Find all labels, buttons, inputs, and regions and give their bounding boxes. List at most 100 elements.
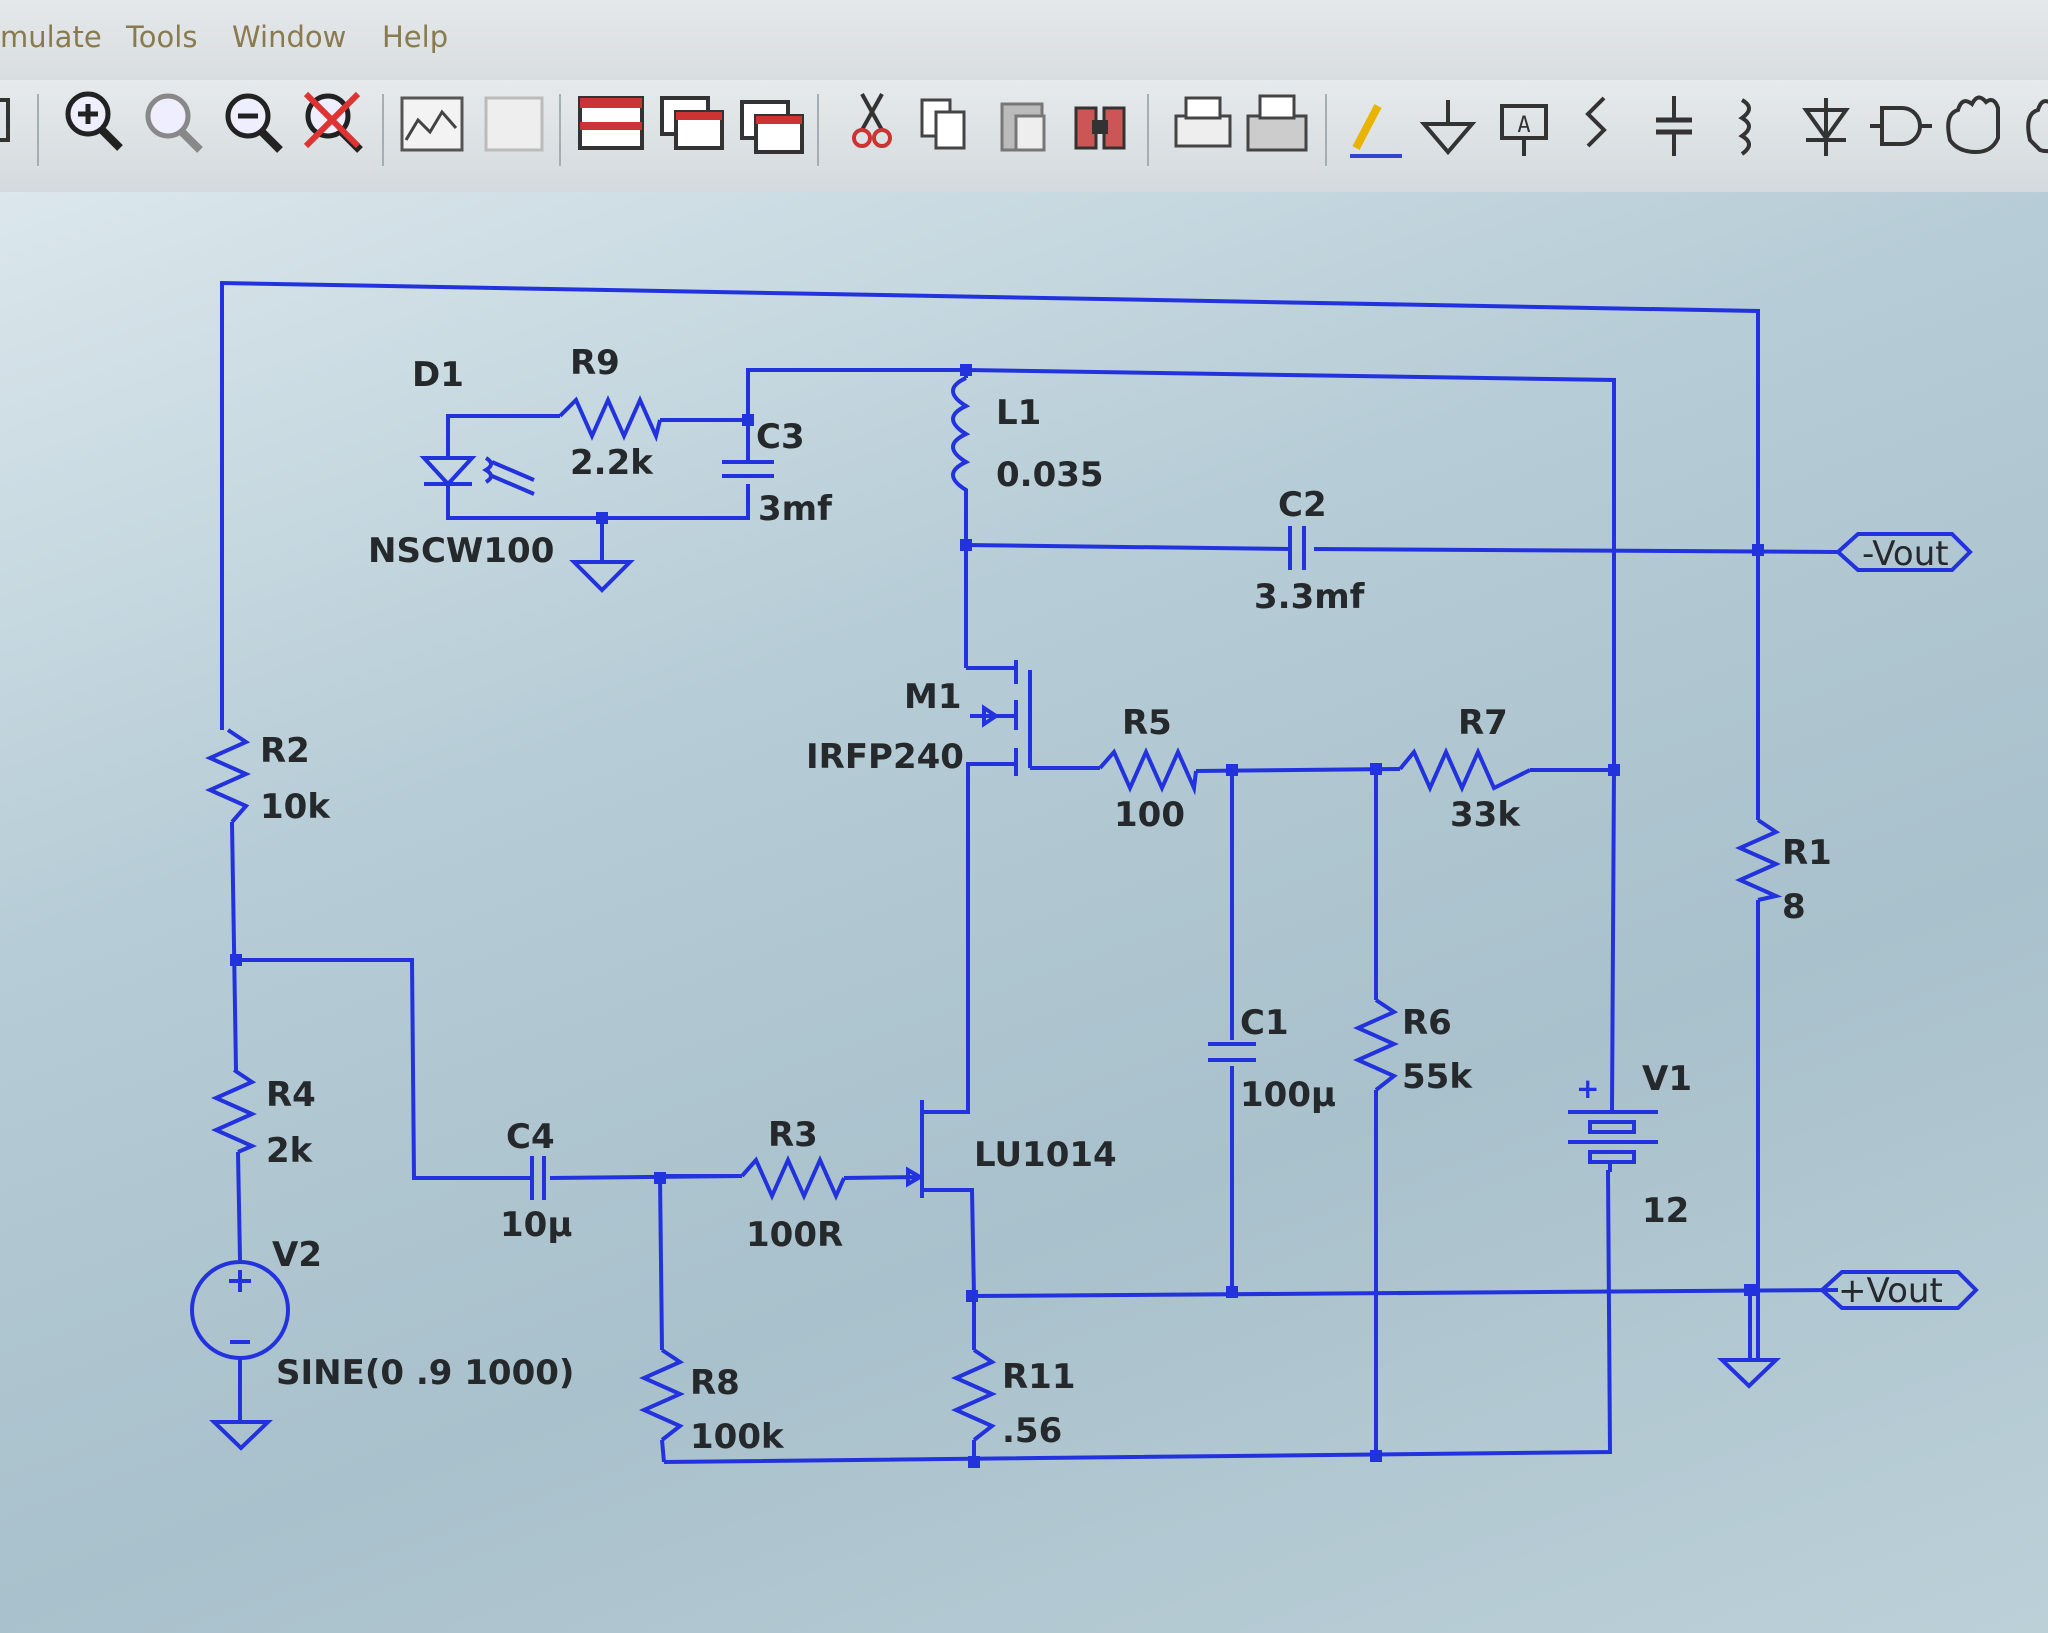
label-r5-name: R5 xyxy=(1122,703,1172,743)
net-label-vout-neg-text: -Vout xyxy=(1862,534,1949,574)
toolbar-icons: A xyxy=(0,91,2048,166)
resistor-r11[interactable] xyxy=(951,1348,997,1442)
menu-bar: mulate Tools Window Help xyxy=(0,0,2048,80)
junction-dots xyxy=(230,364,1764,1468)
print-icon[interactable] xyxy=(1246,94,1308,152)
menu-help[interactable]: Help xyxy=(382,20,449,54)
label-d1-value: NSCW100 xyxy=(368,531,554,571)
net-label-vout-neg[interactable] xyxy=(1835,532,1973,572)
capacitor-c3[interactable] xyxy=(722,460,774,478)
menu-tools[interactable]: Tools xyxy=(126,20,198,54)
inductor-l1[interactable] xyxy=(951,376,971,496)
label-r6-name: R6 xyxy=(1402,1003,1452,1043)
cascade-windows-icon[interactable] xyxy=(660,96,724,150)
menu-window[interactable]: Window xyxy=(232,20,347,54)
resistor-r9[interactable] xyxy=(558,395,662,443)
label-m1-value: IRFP240 xyxy=(806,737,964,777)
move-hand-icon[interactable] xyxy=(1946,95,2000,155)
resistor-r7[interactable] xyxy=(1398,747,1531,793)
resistor-r8[interactable] xyxy=(639,1348,685,1442)
label-l1-name: L1 xyxy=(996,393,1041,433)
label-r7-value: 33k xyxy=(1450,795,1521,835)
label-l1-value: 0.035 xyxy=(996,455,1104,495)
menu-simulate[interactable]: mulate xyxy=(0,20,102,54)
resistor-r4[interactable] xyxy=(211,1068,257,1154)
label-r8-value: 100k xyxy=(690,1417,785,1457)
zoom-in-icon[interactable] xyxy=(65,91,123,151)
find-icon[interactable] xyxy=(1074,106,1126,150)
schematic: + D1 NSCW100 R9 2.2k C3 3mf L1 0.035 C2 … xyxy=(190,280,1979,1468)
label-r7-name: R7 xyxy=(1458,703,1508,743)
ground-icon[interactable] xyxy=(1419,100,1477,156)
component-icon[interactable] xyxy=(1870,106,1932,146)
label-r4-name: R4 xyxy=(266,1075,316,1115)
label-c3-name: C3 xyxy=(756,417,805,457)
label-j1-value: LU1014 xyxy=(974,1135,1117,1175)
capacitor-icon[interactable] xyxy=(1656,96,1692,156)
label-c2-name: C2 xyxy=(1278,485,1327,525)
label-r1-name: R1 xyxy=(1782,833,1832,873)
resistor-icon[interactable] xyxy=(1585,96,1607,148)
labels: D1 NSCW100 R9 2.2k C3 3mf L1 0.035 C2 3.… xyxy=(260,343,1949,1457)
partial-icon[interactable] xyxy=(0,98,10,142)
svg-text:+: + xyxy=(1576,1072,1599,1105)
label-r2-value: 10k xyxy=(260,787,331,827)
label-r3-name: R3 xyxy=(768,1115,818,1155)
diode-icon[interactable] xyxy=(1802,98,1850,156)
waveform-icon[interactable] xyxy=(400,96,464,152)
label-c1-value: 100µ xyxy=(1240,1075,1336,1115)
net-label-vout-pos-text: +Vout xyxy=(1838,1271,1943,1311)
ground-v2 xyxy=(209,1420,273,1451)
zoom-out-icon[interactable] xyxy=(225,93,283,153)
mosfet-m1[interactable] xyxy=(970,660,1032,776)
battery-v1[interactable]: + xyxy=(1568,1072,1658,1172)
resistor-r2[interactable] xyxy=(205,728,251,824)
resistor-r3[interactable] xyxy=(740,1155,846,1201)
draw-wire-icon[interactable] xyxy=(1350,104,1402,158)
label-d1-name: D1 xyxy=(412,355,464,395)
label-r9-name: R9 xyxy=(570,343,620,383)
label-r3-value: 100R xyxy=(746,1215,843,1255)
label-r9-value: 2.2k xyxy=(570,443,654,483)
label-c4-value: 10µ xyxy=(500,1205,572,1245)
label-c4-name: C4 xyxy=(506,1117,555,1157)
label-m1-name: M1 xyxy=(904,677,962,717)
capacitor-c2[interactable] xyxy=(1288,526,1306,570)
led-d1[interactable] xyxy=(419,456,535,496)
cut-icon[interactable] xyxy=(852,93,892,148)
label-v1-name: V1 xyxy=(1642,1059,1692,1099)
label-v2-name: V2 xyxy=(272,1235,322,1275)
zoom-full-icon[interactable] xyxy=(145,93,203,153)
voltage-source-v2[interactable] xyxy=(190,1260,290,1360)
resistor-r5[interactable] xyxy=(1098,747,1198,796)
inductor-icon[interactable] xyxy=(1738,98,1751,156)
label-r2-name: R2 xyxy=(260,731,310,771)
label-c1-name: C1 xyxy=(1240,1003,1289,1043)
label-r8-name: R8 xyxy=(690,1363,740,1403)
capacitor-c1[interactable] xyxy=(1208,1042,1256,1062)
label-r11-value: .56 xyxy=(1002,1411,1062,1451)
label-r5-value: 100 xyxy=(1114,795,1185,835)
schematic-canvas[interactable]: + D1 NSCW100 R9 2.2k C3 3mf L1 0.035 C2 … xyxy=(0,192,2048,1633)
capacitor-c4[interactable] xyxy=(524,1156,546,1200)
copy-icon[interactable] xyxy=(920,98,966,150)
paste-icon[interactable] xyxy=(1000,102,1046,152)
drag-hand-icon[interactable] xyxy=(2026,99,2048,154)
label-c3-value: 3mf xyxy=(758,489,833,529)
jfet-j1[interactable] xyxy=(906,1100,946,1198)
resistor-r1[interactable] xyxy=(1735,818,1783,902)
net-label-vout-pos[interactable] xyxy=(1819,1270,1979,1310)
label-r11-name: R11 xyxy=(1002,1357,1076,1397)
print-preview-icon[interactable] xyxy=(1174,96,1232,148)
zoom-cancel-icon[interactable] xyxy=(303,91,363,153)
waveform-disabled-icon[interactable] xyxy=(484,96,544,152)
ground-d1 xyxy=(569,560,635,593)
close-windows-icon[interactable] xyxy=(740,100,804,154)
label-r4-value: 2k xyxy=(266,1131,314,1171)
label-v1-value: 12 xyxy=(1642,1191,1689,1231)
label-v2-value: SINE(0 .9 1000) xyxy=(276,1353,574,1393)
label-net-icon[interactable]: A xyxy=(1500,104,1548,156)
label-r6-value: 55k xyxy=(1402,1057,1473,1097)
tile-windows-icon[interactable] xyxy=(578,96,644,150)
resistor-r6[interactable] xyxy=(1353,998,1399,1092)
